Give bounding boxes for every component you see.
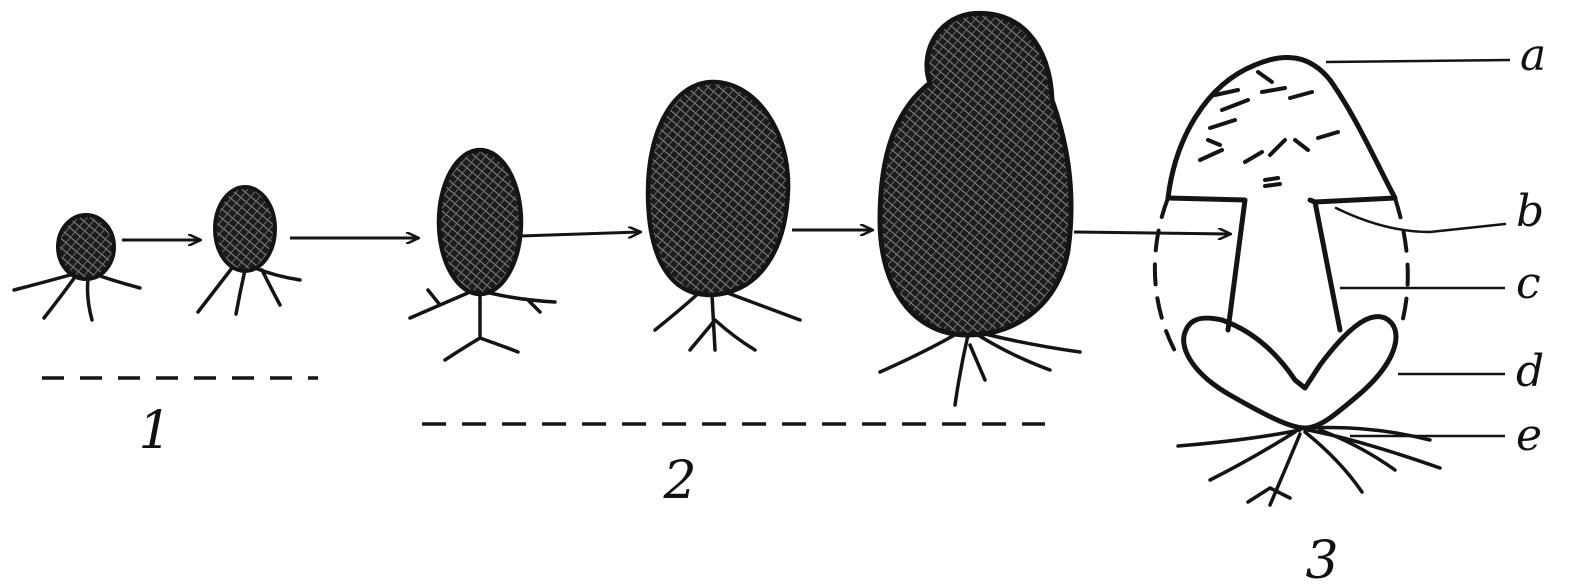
primordium-1 — [14, 215, 140, 320]
part-label-b: b — [1516, 186, 1544, 237]
young-fruitbody-2-body — [648, 82, 788, 295]
primordium-2-body — [215, 187, 275, 271]
part-label-a: a — [1520, 30, 1546, 81]
arrow-5 — [1074, 232, 1230, 234]
young-fruitbody-1-body — [439, 150, 521, 294]
young-fruitbody-2-mycelium — [655, 292, 800, 350]
mature-mushroom — [1155, 57, 1440, 505]
volva — [1184, 317, 1396, 428]
mushroom-stem — [1168, 198, 1340, 330]
arrow-3 — [520, 232, 640, 236]
young-fruitbody-3-body — [880, 13, 1071, 335]
leader-a — [1326, 60, 1510, 62]
young-fruitbody-1 — [410, 150, 555, 360]
young-fruitbody-3 — [880, 13, 1080, 405]
young-fruitbody-1-mycelium — [410, 290, 555, 360]
primordium-1-mycelium — [14, 275, 140, 320]
stage-label-3: 3 — [1305, 531, 1338, 588]
part-label-e: e — [1516, 410, 1542, 461]
part-label-d: d — [1516, 346, 1544, 397]
young-fruitbody-3-mycelium — [880, 333, 1080, 405]
stage-label-2: 2 — [662, 451, 696, 511]
stage-label-1: 1 — [138, 401, 171, 461]
part-label-c: c — [1516, 258, 1541, 309]
mushroom-cap — [1168, 57, 1395, 202]
mature-mycelium — [1178, 428, 1440, 506]
young-fruitbody-2 — [648, 82, 800, 350]
primordium-1-body — [58, 215, 114, 279]
primordium-2-mycelium — [198, 268, 300, 314]
primordium-2 — [198, 187, 300, 314]
leader-b — [1336, 208, 1505, 232]
